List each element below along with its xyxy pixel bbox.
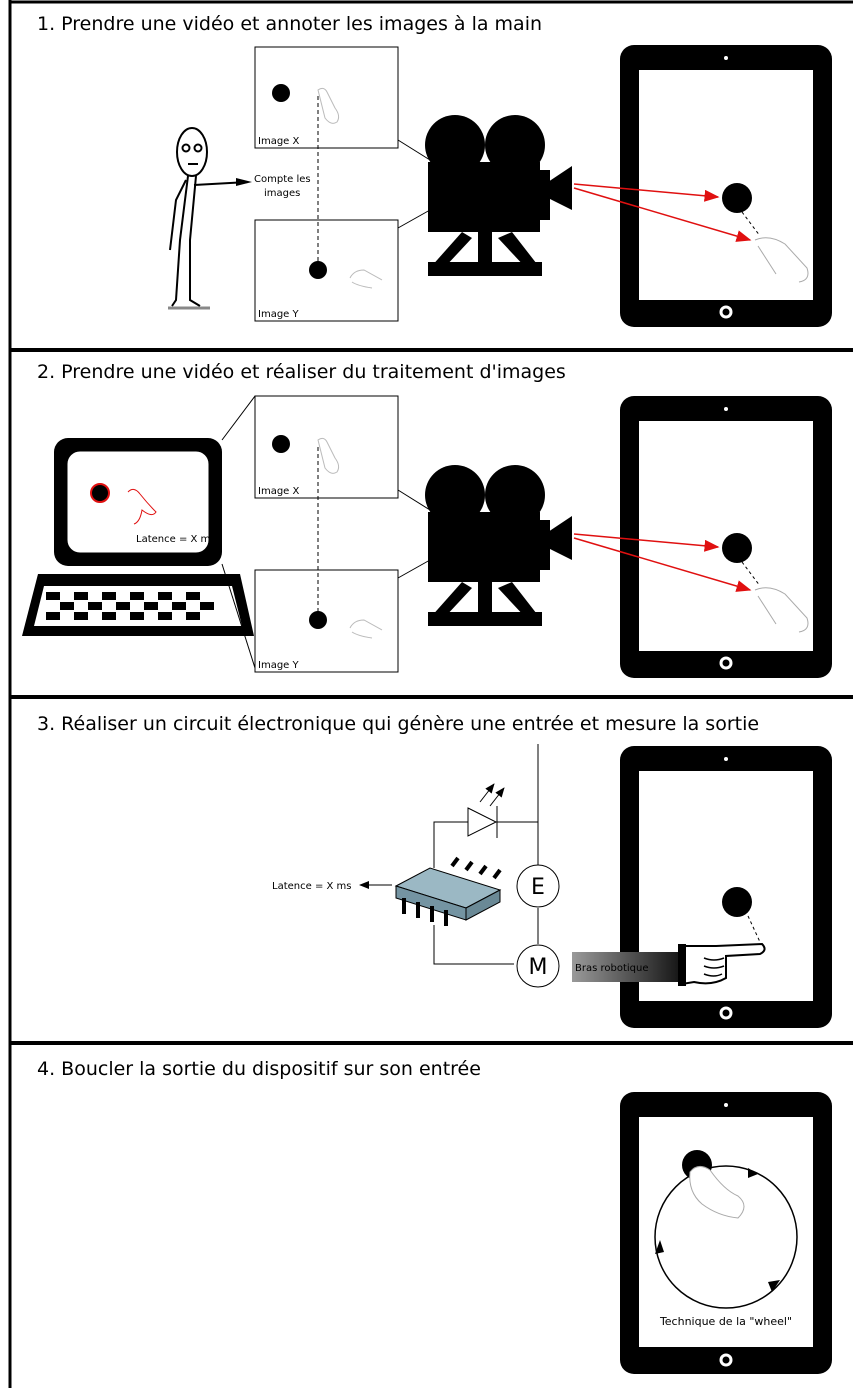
- technique-label: Technique de la "wheel": [659, 1315, 792, 1328]
- frame-image-x: Image X: [254, 46, 399, 149]
- screen-latency-label: Latence = X ms: [136, 534, 215, 545]
- panel-frame: [8, 0, 853, 1388]
- robotic-arm: [572, 952, 684, 982]
- stick-figure-icon: [168, 127, 249, 310]
- panel-4-title: 4. Boucler la sortie du dispositif sur s…: [37, 1058, 481, 1080]
- circuit-latency-label: Latence = X ms: [272, 881, 351, 892]
- finger-on-target-icon: [682, 1150, 745, 1219]
- frame-x-label: Image X: [258, 486, 299, 497]
- panel-4: 4. Boucler la sortie du dispositif sur s…: [37, 1058, 832, 1374]
- frame-x-label: Image X: [258, 136, 299, 147]
- wheel-circle: [654, 1165, 798, 1309]
- camera-arrow: [573, 183, 720, 202]
- count-label-text: Compte les: [254, 174, 311, 185]
- tablet-icon: [620, 45, 832, 327]
- tablet-icon: [620, 746, 832, 1028]
- frame-y-label: Image Y: [258, 309, 299, 320]
- panel-2-title: 2. Prendre une vidéo et réaliser du trai…: [37, 361, 566, 383]
- camera-icon: [425, 115, 572, 276]
- keyboard-icon: [22, 574, 254, 636]
- panel-3: 3. Réaliser un circuit électronique qui …: [37, 713, 832, 1028]
- robotic-arm-label: Bras robotique: [575, 963, 649, 974]
- panel-2: 2. Prendre une vidéo et réaliser du trai…: [22, 361, 832, 678]
- panel-1-title: 1. Prendre une vidéo et annoter les imag…: [37, 13, 542, 35]
- frame-image-x: Image X: [254, 395, 399, 499]
- frame-image-y: Image Y: [254, 569, 399, 673]
- panel-1: 1. Prendre une vidéo et annoter les imag…: [37, 13, 832, 327]
- camera-icon: [425, 465, 572, 626]
- tablet-icon: [620, 396, 832, 678]
- frame-y-label: Image Y: [258, 660, 299, 671]
- pointing-hand-icon: [678, 942, 766, 986]
- camera-arrow: [573, 533, 720, 552]
- count-label-line-2: images: [264, 188, 300, 199]
- camera-arrow: [573, 187, 752, 242]
- computer-monitor: Latence = X ms: [54, 438, 222, 566]
- count-label: Compte les images: [254, 174, 314, 199]
- component-m-label: M: [529, 955, 548, 980]
- component-e-label: E: [531, 875, 545, 900]
- camera-arrow: [573, 537, 752, 592]
- component-e: E: [516, 864, 560, 908]
- led-icon: [467, 783, 505, 838]
- component-m: M: [516, 944, 560, 988]
- microchip-icon: [394, 856, 502, 926]
- pointing-hand-icon: [236, 178, 252, 186]
- circuit-wires: [433, 744, 539, 965]
- tablet-icon: [620, 1092, 832, 1374]
- panel-3-title: 3. Réaliser un circuit électronique qui …: [37, 713, 759, 735]
- frame-image-y: Image Y: [254, 219, 399, 322]
